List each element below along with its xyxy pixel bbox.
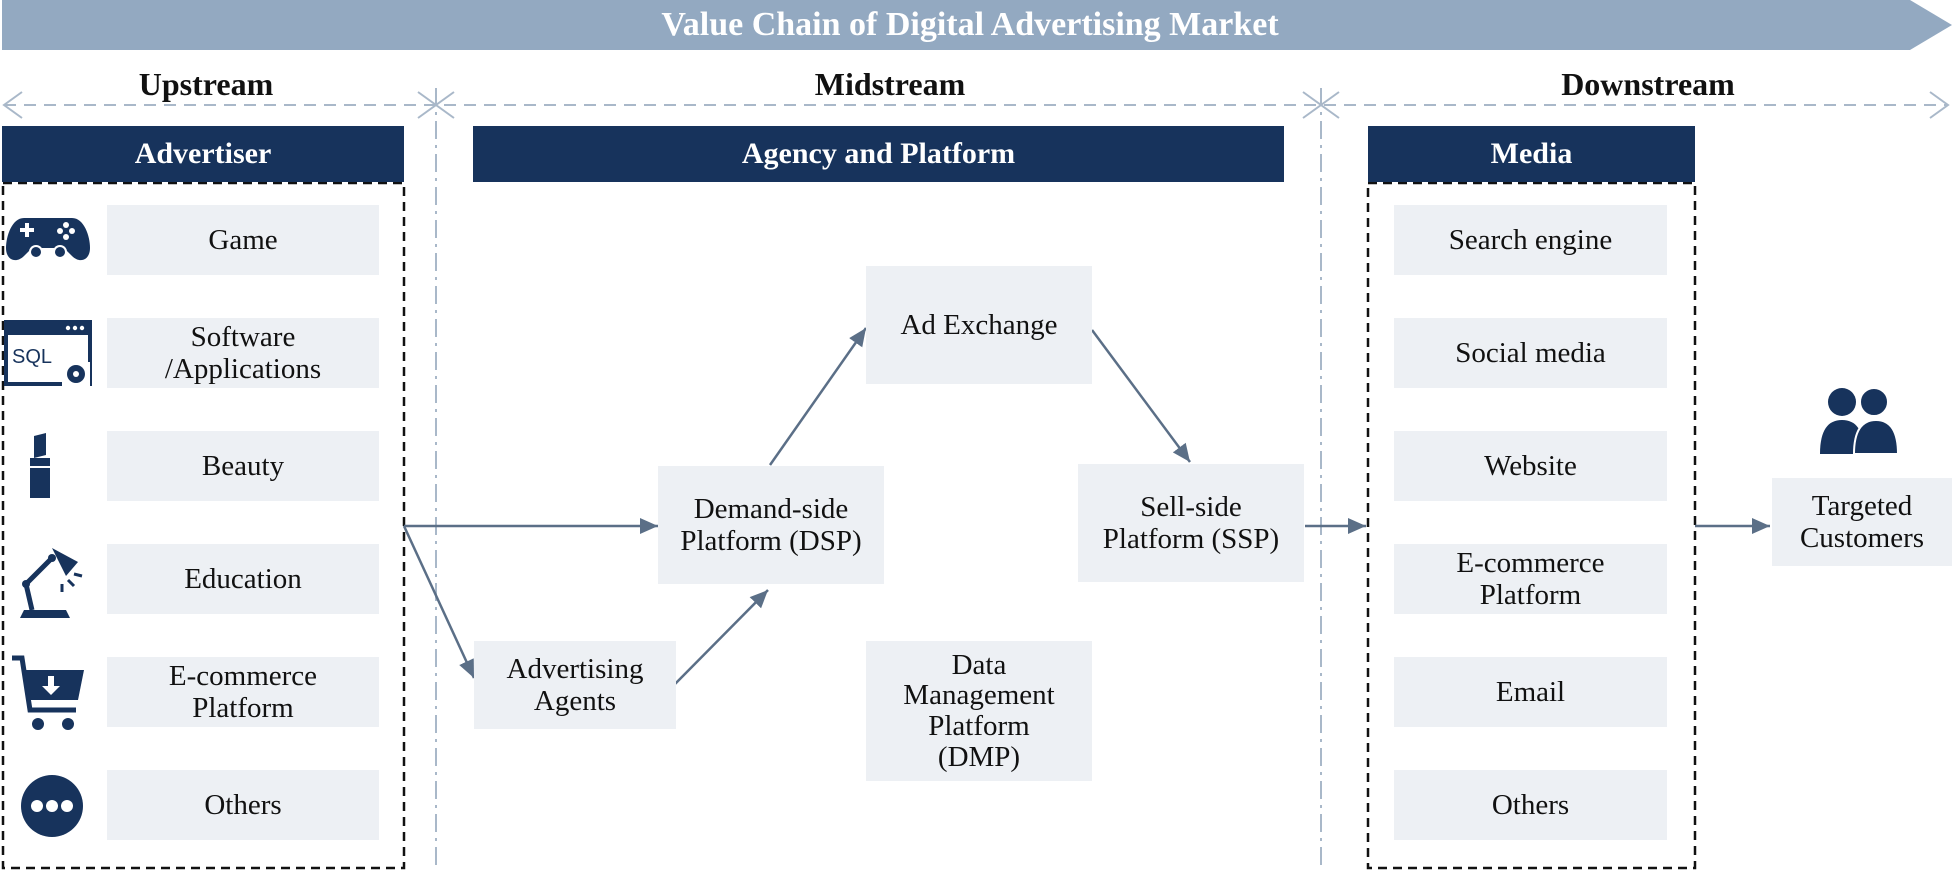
ad-exchange-label: Ad Exchange <box>900 308 1058 341</box>
media-label: Others <box>1491 788 1570 821</box>
media-label: E-commerce Platform <box>1456 546 1605 611</box>
advertiser-box-others: Others <box>107 770 379 840</box>
advertiser-label: Others <box>204 788 282 821</box>
media-box-search-engine: Search engine <box>1394 205 1667 275</box>
advertiser-box-ecommerce: E-commerce Platform <box>107 657 379 727</box>
gamepad-icon <box>6 218 90 261</box>
ssp-box: Sell-side Platform (SSP) <box>1078 464 1304 582</box>
media-box-social-media: Social media <box>1394 318 1667 388</box>
banner-title: Value Chain of Digital Advertising Marke… <box>661 6 1279 43</box>
advertiser-group-frame <box>1 181 406 870</box>
ad-exchange-box: Ad Exchange <box>866 266 1092 384</box>
dmp-box: Data Management Platform (DMP) <box>866 641 1092 781</box>
stage-upstream-label: Upstream <box>116 64 296 104</box>
dmp-label: Data Management Platform (DMP) <box>903 648 1055 773</box>
media-label: Social media <box>1455 336 1606 369</box>
stage-midstream-label: Midstream <box>784 64 996 104</box>
more-dots-icon <box>21 775 83 837</box>
media-box-ecommerce: E-commerce Platform <box>1394 544 1667 614</box>
desk-lamp-icon <box>20 548 83 618</box>
advertising-agents-label: Advertising Agents <box>506 652 644 717</box>
advertiser-box-software: Software /Applications <box>107 318 379 388</box>
targeted-customers-label: Targeted Customers <box>1799 489 1925 554</box>
stage-dimension-line <box>2 91 1950 119</box>
stage-downstream-label: Downstream <box>1530 64 1766 104</box>
media-box-others: Others <box>1394 770 1667 840</box>
media-box-email: Email <box>1394 657 1667 727</box>
sql-icon-text: SQL <box>12 346 52 368</box>
sql-window-icon: SQL <box>4 320 92 386</box>
advertising-agents-box: Advertising Agents <box>474 641 676 729</box>
stage-dividers <box>435 88 1322 871</box>
media-group-frame <box>1366 181 1697 870</box>
media-box-website: Website <box>1394 431 1667 501</box>
lipstick-icon <box>30 433 50 498</box>
dsp-label: Demand-side Platform (DSP) <box>680 492 862 557</box>
advertiser-header: Advertiser <box>2 126 404 182</box>
advertiser-label: Education <box>184 562 302 595</box>
people-icon <box>1820 387 1900 454</box>
advertiser-label: E-commerce Platform <box>168 659 318 724</box>
advertiser-box-beauty: Beauty <box>107 431 379 501</box>
ssp-label: Sell-side Platform (SSP) <box>1102 490 1280 555</box>
media-label: Email <box>1495 675 1566 708</box>
advertiser-label: Game <box>208 223 278 256</box>
advertiser-box-game: Game <box>107 205 379 275</box>
advertiser-label: Software /Applications <box>164 320 322 385</box>
media-header: Media <box>1368 126 1695 182</box>
advertiser-box-education: Education <box>107 544 379 614</box>
targeted-customers-box: Targeted Customers <box>1772 478 1952 566</box>
media-label: Website <box>1484 449 1577 482</box>
agency-platform-header: Agency and Platform <box>473 126 1284 182</box>
dsp-box: Demand-side Platform (DSP) <box>658 466 884 584</box>
banner-arrow <box>2 0 1952 50</box>
flow-arrows <box>402 327 1770 685</box>
media-label: Search engine <box>1448 223 1613 256</box>
shopping-cart-icon <box>12 655 84 730</box>
advertiser-label: Beauty <box>201 449 285 482</box>
